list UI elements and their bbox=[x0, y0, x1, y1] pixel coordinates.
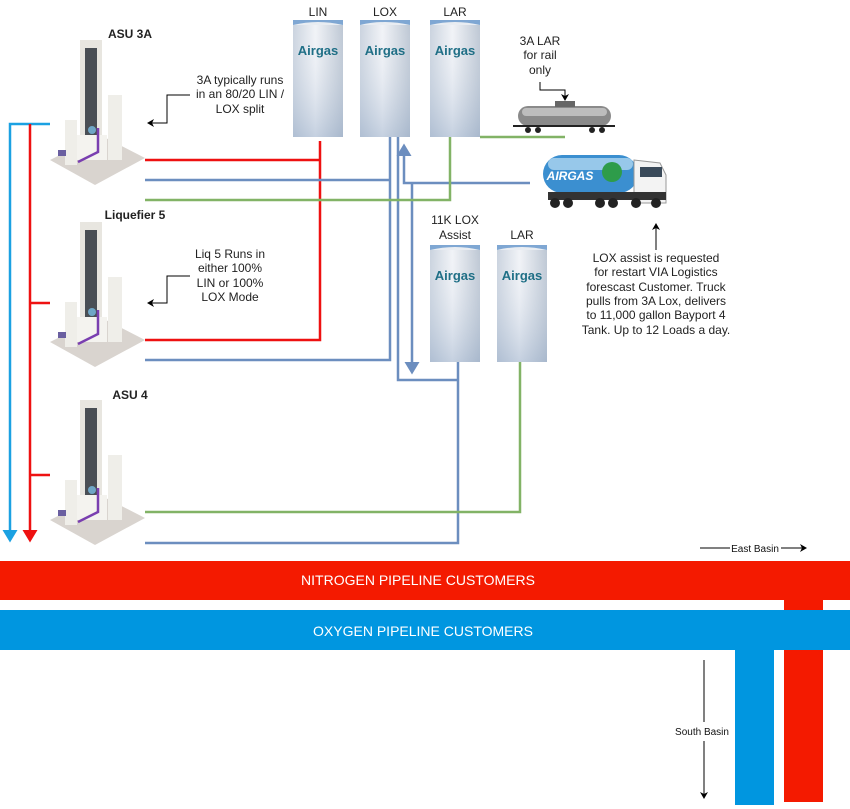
note-arrow bbox=[147, 94, 190, 127]
note-liq5: Liq 5 Runs in either 100% LIN or 100% LO… bbox=[147, 247, 265, 307]
svg-text:Tank. Up to 12 Loads a day.: Tank. Up to 12 Loads a day. bbox=[582, 323, 731, 337]
east-basin-label: East Basin bbox=[731, 544, 779, 555]
svg-text:Liq 5 Runs in: Liq 5 Runs in bbox=[195, 247, 265, 261]
truck-to-lox-line bbox=[396, 143, 530, 185]
lox-line-asu4 bbox=[145, 362, 460, 545]
airgas-logo: Airgas bbox=[298, 43, 338, 58]
svg-text:pulls from 3A Lox, delivers: pulls from 3A Lox, delivers bbox=[586, 294, 726, 308]
svg-text:forescast Customer. Truck: forescast Customer. Truck bbox=[586, 280, 726, 294]
oxygen-pipeline-bar bbox=[0, 610, 850, 650]
svg-text:LIN or 100%: LIN or 100% bbox=[197, 276, 264, 290]
airgas-logo: Airgas bbox=[435, 43, 475, 58]
truck-logo: AIRGAS bbox=[546, 169, 594, 183]
tank-label: Assist bbox=[439, 228, 472, 242]
plant-label: ASU 3A bbox=[108, 27, 152, 41]
airgas-logo: Airgas bbox=[435, 268, 475, 283]
oxygen-south-pipe bbox=[735, 645, 774, 805]
plant-label: ASU 4 bbox=[112, 388, 148, 402]
note-arrow bbox=[539, 82, 569, 101]
svg-text:only: only bbox=[529, 63, 551, 77]
tank-label: LAR bbox=[510, 228, 534, 242]
nitrogen-south-pipe-lower bbox=[784, 650, 823, 802]
tank-lar: Airgas LAR bbox=[430, 5, 480, 137]
svg-text:to 11,000 gallon Bayport 4: to 11,000 gallon Bayport 4 bbox=[586, 308, 726, 322]
svg-text:in an 80/20 LIN /: in an 80/20 LIN / bbox=[196, 87, 285, 101]
svg-text:LOX split: LOX split bbox=[216, 102, 265, 116]
tank-label: 11K LOX bbox=[431, 213, 479, 227]
south-basin-label: South Basin bbox=[675, 727, 729, 738]
svg-text:for rail: for rail bbox=[523, 48, 556, 62]
tank-label: LOX bbox=[373, 5, 397, 19]
svg-text:LOX Mode: LOX Mode bbox=[201, 290, 259, 304]
nitrogen-pipeline-label: NITROGEN PIPELINE CUSTOMERS bbox=[301, 572, 535, 588]
airgas-tanker-truck: AIRGAS bbox=[543, 155, 667, 208]
svg-text:for restart VIA Logistics: for restart VIA Logistics bbox=[594, 265, 717, 279]
nitrogen-pipeline-bar bbox=[0, 561, 850, 600]
lox-tank-connector bbox=[396, 137, 458, 382]
tank-lox: Airgas LOX bbox=[360, 5, 410, 137]
tank-lar-asu4: Airgas LAR bbox=[497, 228, 547, 362]
airgas-logo: Airgas bbox=[502, 268, 542, 283]
airgas-logo: Airgas bbox=[365, 43, 405, 58]
note-rail: 3A LAR for rail only bbox=[520, 34, 569, 101]
oxygen-feed-line bbox=[2, 122, 50, 543]
svg-text:LOX assist is requested: LOX assist is requested bbox=[593, 251, 720, 265]
lin-line-liq5 bbox=[145, 141, 322, 342]
plant-label: Liquefier 5 bbox=[105, 208, 166, 222]
tank-lin: Airgas LIN bbox=[293, 5, 343, 137]
lox-line-liq5 bbox=[145, 137, 392, 362]
note-arrow bbox=[147, 275, 190, 307]
note-lox-assist: LOX assist is requested for restart VIA … bbox=[582, 223, 731, 337]
svg-text:either 100%: either 100% bbox=[198, 261, 262, 275]
svg-text:3A typically runs: 3A typically runs bbox=[197, 73, 284, 87]
plant-asu4: ASU 4 bbox=[48, 388, 148, 547]
tank-lox-assist: Airgas 11K LOX Assist bbox=[430, 213, 480, 362]
rail-tank-car bbox=[513, 101, 615, 133]
tank-label: LIN bbox=[309, 5, 328, 19]
lar-line-asu4 bbox=[145, 362, 522, 514]
svg-text:3A LAR: 3A LAR bbox=[520, 34, 561, 48]
note-asu3a: 3A typically runs in an 80/20 LIN / LOX … bbox=[147, 73, 285, 127]
tank-label: LAR bbox=[443, 5, 467, 19]
lar-line-asu3a bbox=[145, 137, 452, 202]
plant-liquefier5: Liquefier 5 bbox=[48, 208, 166, 369]
oxygen-pipeline-label: OXYGEN PIPELINE CUSTOMERS bbox=[313, 623, 533, 639]
plant-asu3a: ASU 3A bbox=[48, 27, 152, 187]
